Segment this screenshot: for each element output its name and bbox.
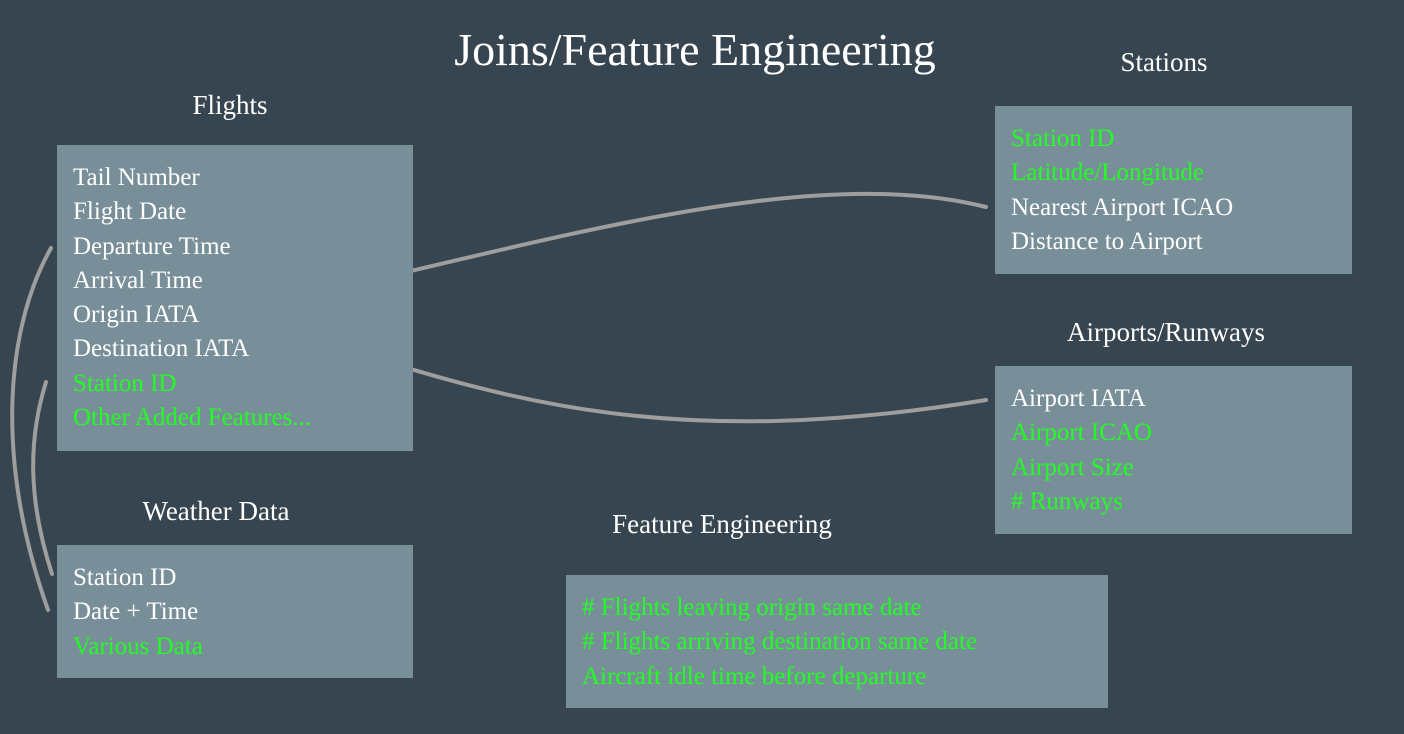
stations-heading: Stations: [1120, 47, 1208, 77]
weather-field-date-time: Date + Time: [73, 598, 199, 626]
feature-engineering-heading: Feature Engineering: [612, 509, 832, 539]
airports-field-airport-size: Airport Size: [1011, 453, 1134, 481]
stations-field-station-id: Station ID: [1011, 125, 1115, 152]
feature-flights-leaving-origin: # Flights leaving origin same date: [582, 594, 922, 621]
connector-flights-weather-inner: [31, 380, 54, 576]
flights-table: Tail Number Flight Date Departure Time A…: [57, 145, 413, 451]
connector-flights-weather-outer: [10, 246, 53, 612]
feature-flights-arriving-destination: # Flights arriving destination same date: [582, 628, 978, 656]
page-title: Joins/Feature Engineering: [454, 24, 936, 75]
stations-table: Station ID Latitude/Longitude Nearest Ai…: [995, 106, 1352, 274]
flights-field-tail-number: Tail Number: [73, 164, 200, 191]
weather-table: Station ID Date + Time Various Data: [57, 545, 413, 678]
weather-field-station-id: Station ID: [73, 564, 177, 591]
airports-table: Airport IATA Airport ICAO Airport Size #…: [995, 366, 1352, 534]
airports-field-airport-iata: Airport IATA: [1011, 385, 1146, 412]
weather-heading: Weather Data: [142, 496, 290, 526]
stations-field-nearest-airport-icao: Nearest Airport ICAO: [1011, 193, 1234, 221]
flights-heading: Flights: [192, 90, 268, 120]
stations-field-distance-to-airport: Distance to Airport: [1011, 227, 1203, 255]
flights-field-arrival-time: Arrival Time: [73, 266, 203, 294]
flights-field-flight-date: Flight Date: [73, 198, 187, 226]
airports-field-airport-icao: Airport ICAO: [1011, 419, 1152, 447]
airports-field-runways: # Runways: [1011, 487, 1123, 515]
airports-heading: Airports/Runways: [1067, 317, 1265, 347]
flights-field-station-id: Station ID: [73, 369, 177, 397]
flights-field-destination-iata: Destination IATA: [73, 335, 250, 363]
weather-field-various-data: Various Data: [73, 632, 203, 660]
flights-field-other-added: Other Added Features...: [73, 404, 312, 432]
flights-field-origin-iata: Origin IATA: [73, 301, 200, 329]
feature-engineering-table: # Flights leaving origin same date # Fli…: [566, 575, 1108, 708]
flights-field-departure-time: Departure Time: [73, 232, 231, 260]
feature-aircraft-idle-time: Aircraft idle time before departure: [582, 662, 927, 690]
stations-field-lat-lon: Latitude/Longitude: [1011, 159, 1205, 187]
